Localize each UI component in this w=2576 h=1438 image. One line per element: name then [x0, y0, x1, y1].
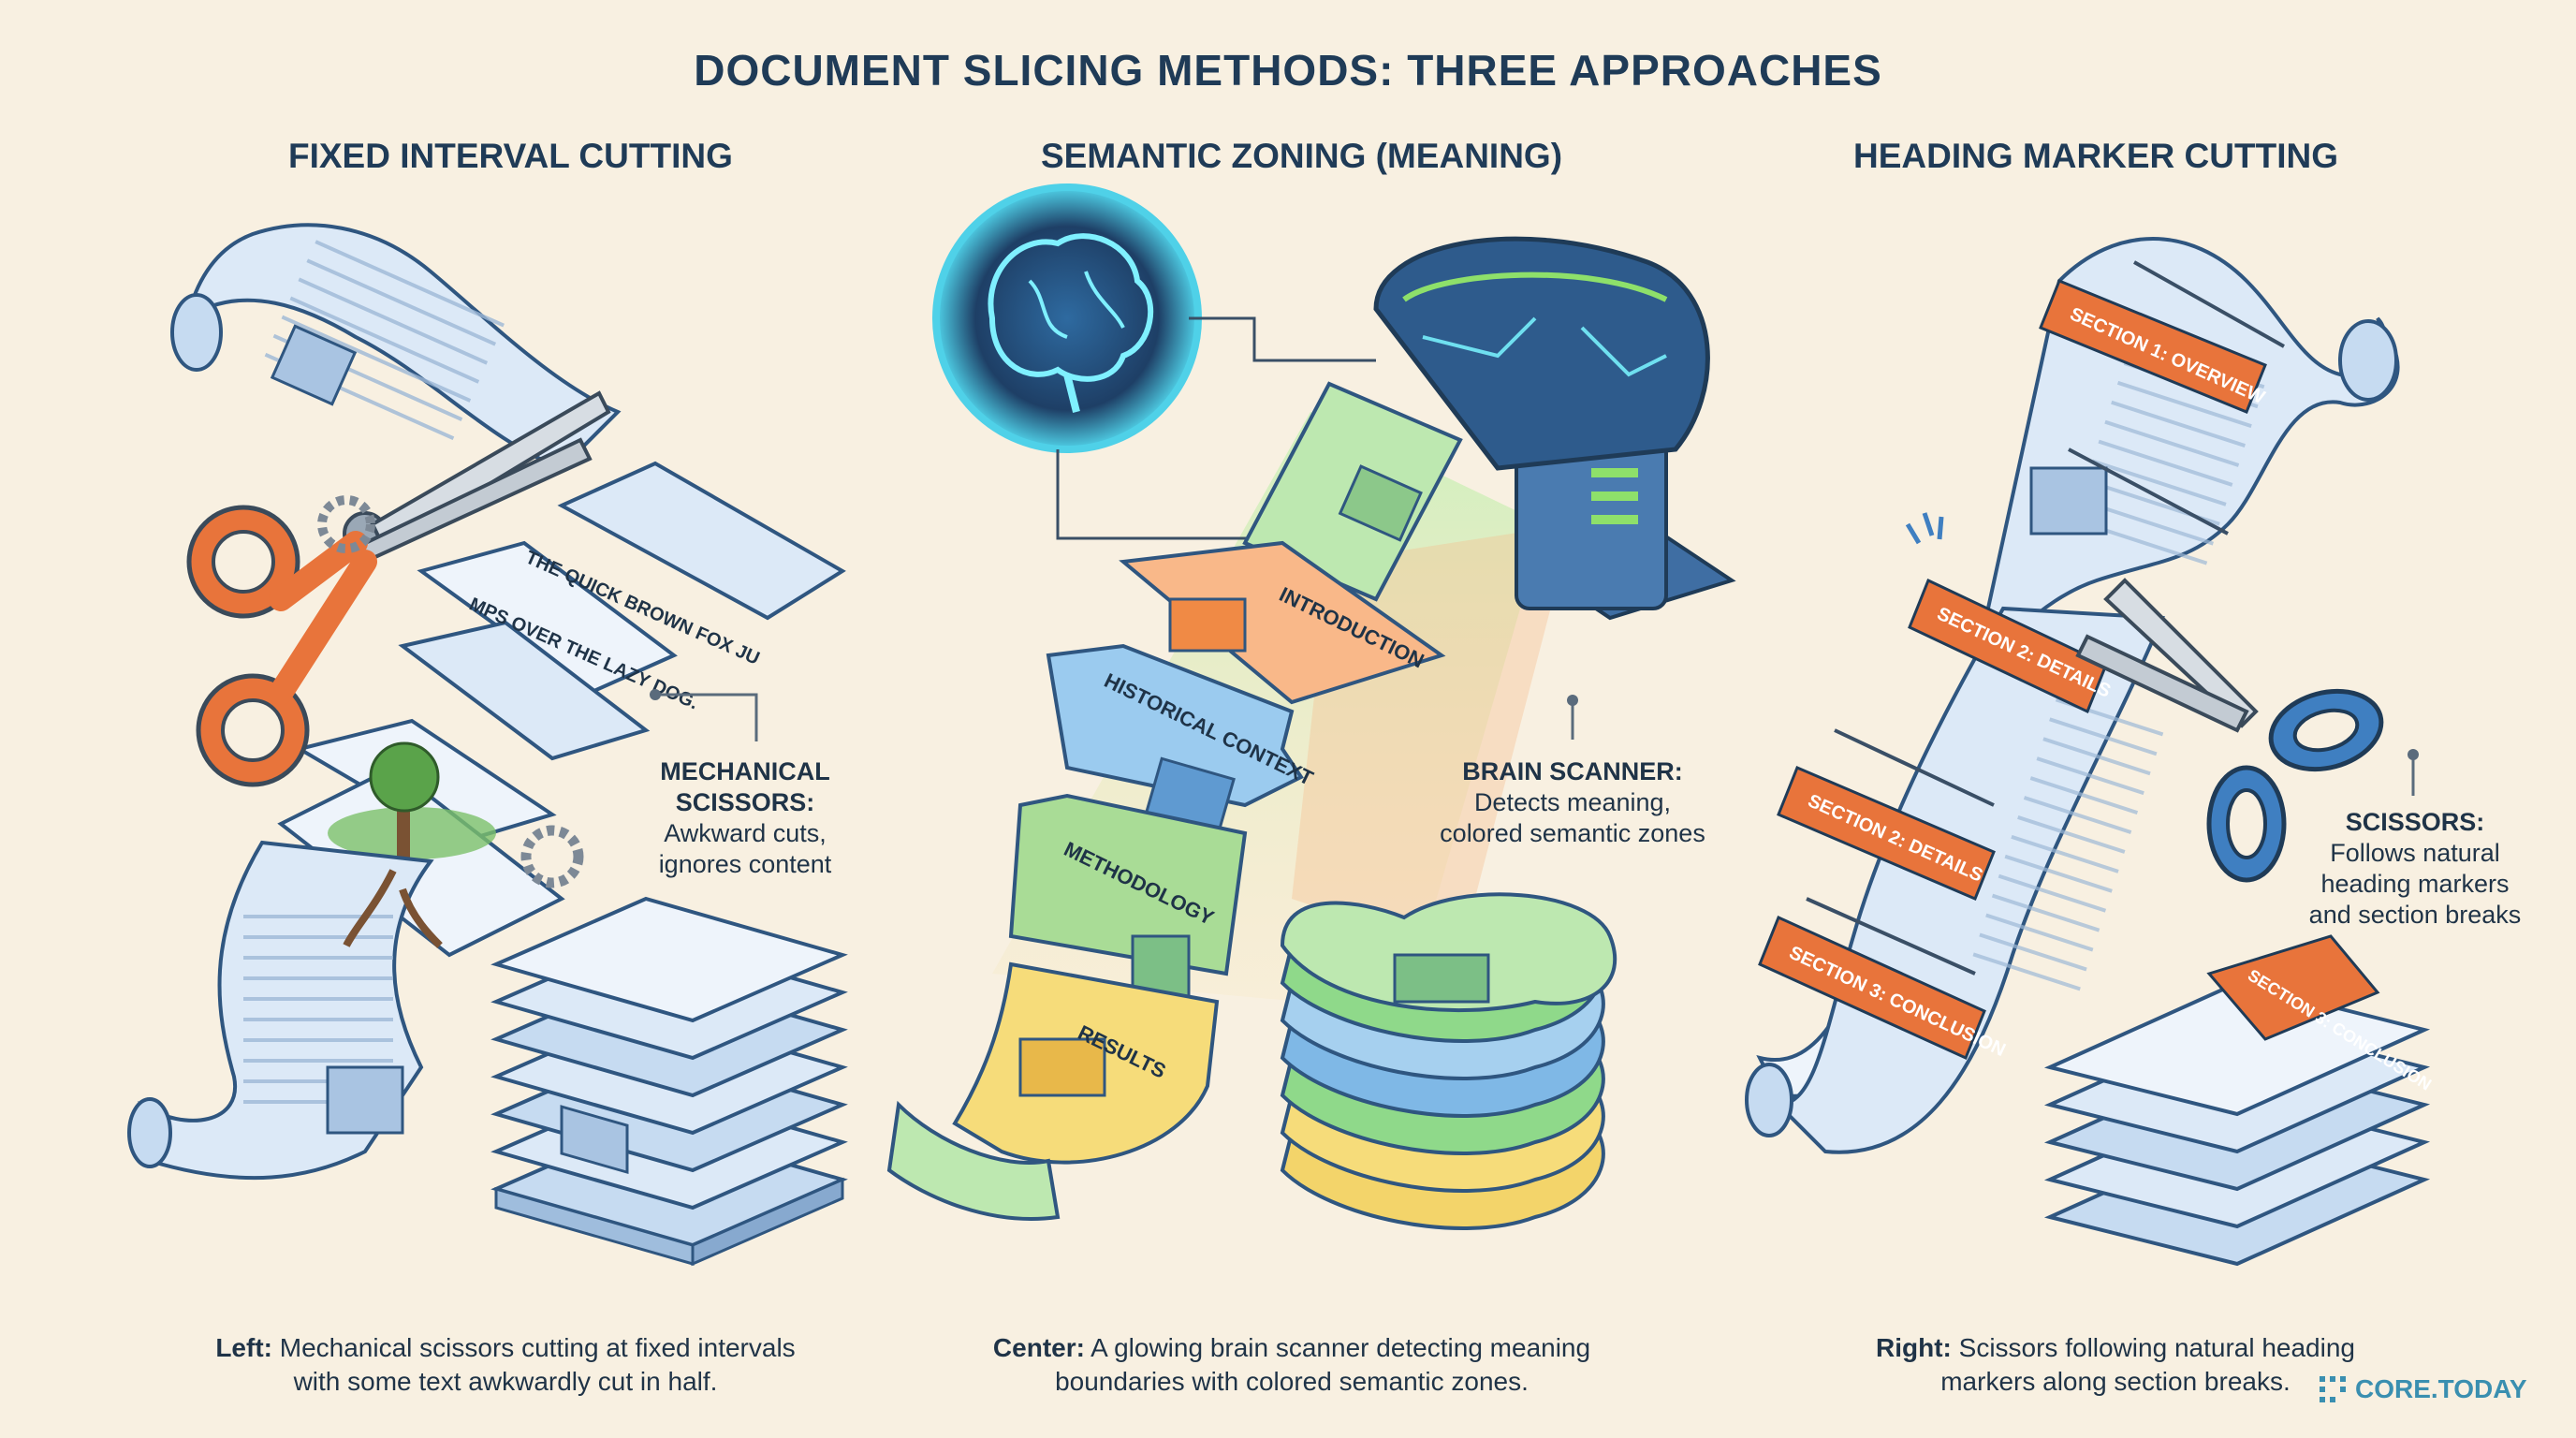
gear-icon	[317, 495, 375, 553]
brain-icon	[932, 183, 1202, 453]
natural-scissors-icon	[1905, 512, 2384, 883]
left-caption: Left: Mechanical scissors cutting at fix…	[150, 1331, 861, 1399]
center-callout-line2: colored semantic zones	[1440, 819, 1705, 847]
semantic-chunk-stack	[1280, 892, 1617, 1230]
right-caption-lead: Right:	[1876, 1333, 1952, 1362]
right-chunk-stack: SECTION 3: CONCLUSION	[2043, 934, 2435, 1267]
left-callout-line1: Awkward cuts,	[664, 819, 827, 847]
center-callout-dot	[1567, 695, 1578, 706]
center-caption-line1: A glowing brain scanner detecting meanin…	[1084, 1333, 1591, 1362]
left-caption-line1: Mechanical scissors cutting at fixed int…	[271, 1333, 796, 1362]
left-callout-leader	[655, 693, 758, 741]
brand-logo: CORE.TODAY	[2318, 1374, 2527, 1404]
gear-icon	[520, 825, 584, 888]
center-column-heading: SEMANTIC ZONING (MEANING)	[1041, 137, 1563, 175]
right-scroll: SECTION 1: OVERVIEW SECTION 2: DETAILS S…	[1745, 237, 2400, 1154]
brain-connector	[1056, 449, 1320, 540]
center-caption-lead: Center:	[992, 1333, 1085, 1362]
right-callout-line1: Follows natural	[2330, 839, 2500, 867]
center-caption: Center: A glowing brain scanner detectin…	[936, 1331, 1647, 1399]
right-callout: SCISSORS: Follows natural heading marker…	[2284, 807, 2546, 931]
zone-methodology	[1008, 793, 1248, 976]
brain-connector	[1189, 316, 1376, 362]
center-callout-title: BRAIN SCANNER:	[1462, 757, 1683, 785]
right-callout-line2: heading markers	[2320, 870, 2510, 898]
right-callout-title: SCISSORS:	[2345, 808, 2485, 836]
center-callout-line1: Detects meaning,	[1473, 788, 1672, 816]
right-caption-line2: markers along section breaks.	[1940, 1367, 2291, 1396]
semantic-scroll: INTRODUCTION HISTORICAL CONTEXT METHODOL…	[886, 381, 1463, 1221]
page-title: DOCUMENT SLICING METHODS: THREE APPROACH…	[694, 46, 1882, 95]
left-callout-title: MECHANICAL SCISSORS:	[660, 757, 830, 816]
arrow-icon	[1806, 260, 2285, 976]
left-caption-lead: Left:	[215, 1333, 272, 1362]
left-chunk-stack	[490, 896, 848, 1267]
left-caption-line2: with some text awkwardly cut in half.	[293, 1367, 718, 1396]
center-callout: BRAIN SCANNER: Detects meaning, colored …	[1423, 756, 1722, 849]
right-caption-line1: Scissors following natural heading	[1951, 1333, 2355, 1362]
right-callout-dot	[2408, 749, 2419, 760]
snip-spark-icon	[1905, 512, 1944, 545]
right-caption: Right: Scissors following natural headin…	[1778, 1331, 2452, 1399]
right-callout-line3: and section breaks	[2308, 901, 2522, 929]
left-callout: MECHANICAL SCISSORS: Awkward cuts, ignor…	[595, 756, 895, 880]
brand-name: CORE.TODAY	[2355, 1374, 2527, 1403]
right-column-heading: HEADING MARKER CUTTING	[1853, 137, 2338, 175]
center-caption-line2: boundaries with colored semantic zones.	[1055, 1367, 1529, 1396]
zone-historical-context	[1046, 643, 1304, 808]
mechanical-scissors-icon	[186, 390, 611, 888]
left-column-heading: FIXED INTERVAL CUTTING	[288, 137, 733, 175]
brand-mark-icon	[2320, 1376, 2346, 1402]
brain-scanner-machine	[1373, 236, 1736, 621]
zone-introduction	[1119, 540, 1446, 705]
left-callout-dot	[650, 689, 661, 700]
left-callout-line2: ignores content	[658, 850, 832, 878]
